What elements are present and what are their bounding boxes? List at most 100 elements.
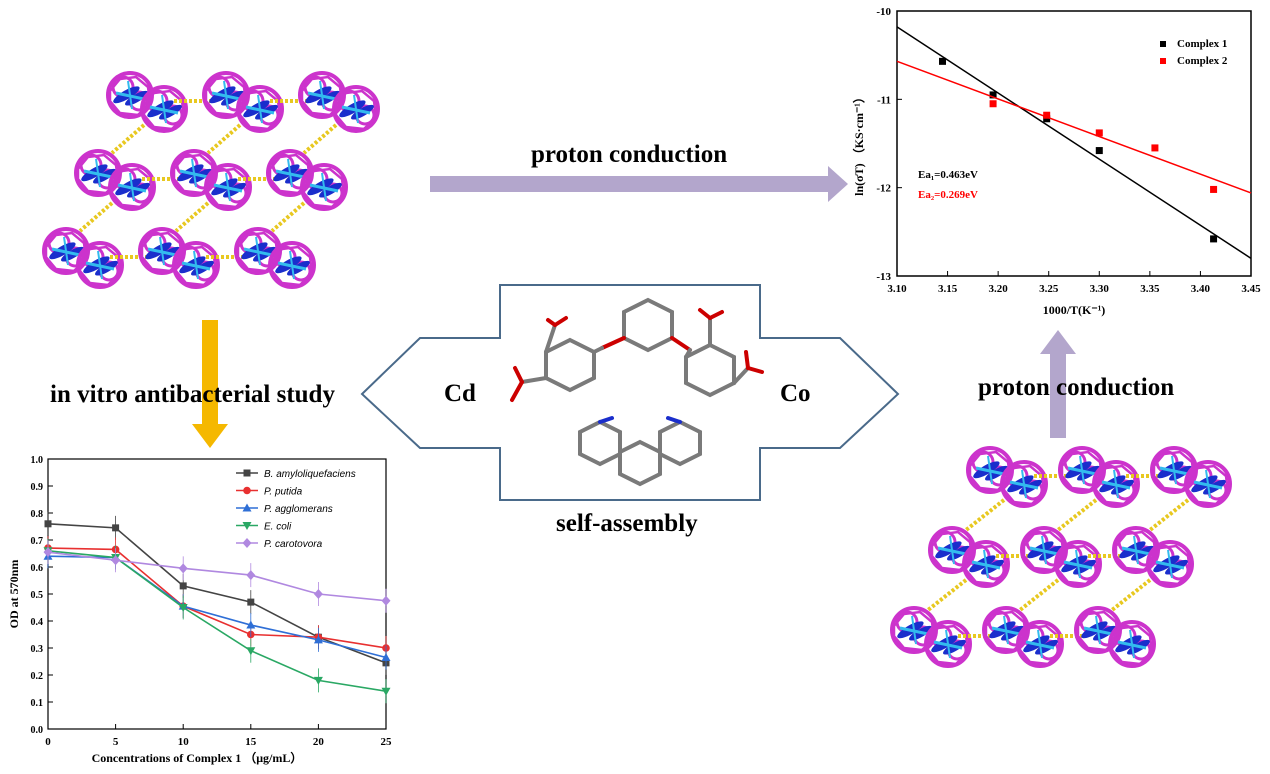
fit-line xyxy=(896,26,1252,259)
legend-label: Complex 2 xyxy=(1177,55,1228,67)
x-tick-label: 3.10 xyxy=(887,283,907,295)
crystal-structure-cd xyxy=(42,71,380,289)
data-point xyxy=(1095,129,1103,137)
data-point xyxy=(1043,111,1051,119)
data-point xyxy=(246,620,256,629)
y-tick-label: 0.1 xyxy=(31,698,44,709)
series-line xyxy=(47,550,387,692)
label-co: Co xyxy=(780,380,811,407)
data-point xyxy=(178,604,188,612)
crystal-structure-co xyxy=(890,446,1232,668)
series-line xyxy=(47,551,387,602)
label-proton-conduction-right: proton conduction xyxy=(978,374,1175,401)
label-in-vitro-antibacterial: in vitro antibacterial study xyxy=(50,381,335,408)
label-cd: Cd xyxy=(444,380,476,407)
data-point xyxy=(1151,144,1159,152)
series-line xyxy=(47,523,387,664)
data-point xyxy=(111,555,121,566)
data-point xyxy=(242,522,252,530)
x-tick-label: 3.15 xyxy=(938,283,958,295)
legend-label: E. coli xyxy=(264,522,292,533)
x-tick-label: 3.40 xyxy=(1191,283,1211,295)
data-point xyxy=(246,647,256,656)
legend-label: Complex 1 xyxy=(1177,38,1227,50)
x-tick-label: 15 xyxy=(245,736,257,748)
y-tick-label: -12 xyxy=(876,183,891,195)
annotation-ea: Ea₂=0.269eV xyxy=(918,189,978,201)
data-point xyxy=(989,91,997,99)
data-point xyxy=(939,57,947,65)
data-point xyxy=(381,595,391,606)
crystal-link xyxy=(964,498,1006,532)
data-point xyxy=(1095,147,1103,155)
data-point xyxy=(242,538,252,548)
data-point xyxy=(243,486,251,495)
data-point xyxy=(1210,185,1218,193)
legend-marker xyxy=(1160,58,1166,64)
y-tick-label: 0.9 xyxy=(31,482,44,493)
data-point xyxy=(989,100,997,108)
series-line xyxy=(47,555,387,659)
x-tick-label: 0 xyxy=(45,736,51,748)
y-tick-label: -11 xyxy=(877,94,891,106)
legend-label: P. carotovora xyxy=(264,539,323,550)
y-tick-label: 0.4 xyxy=(31,617,44,628)
crystal-link xyxy=(174,201,210,233)
y-tick-label: -13 xyxy=(876,271,891,283)
y-axis-label: ln(σT) （KS·cm⁻¹） xyxy=(851,91,866,196)
x-axis-label: Concentrations of Complex 1 （μg/mL） xyxy=(92,750,303,765)
legend-label: P. putida xyxy=(264,487,303,498)
x-tick-label: 3.45 xyxy=(1241,283,1261,295)
series-line xyxy=(47,547,387,649)
y-tick-label: 0.8 xyxy=(31,509,44,520)
label-proton-conduction-top: proton conduction xyxy=(531,141,728,168)
data-point xyxy=(313,589,323,599)
crystal-link xyxy=(1148,498,1190,532)
crystal-link xyxy=(1110,578,1152,612)
data-point xyxy=(1043,115,1051,123)
x-tick-label: 10 xyxy=(178,736,190,748)
label-self-assembly: self-assembly xyxy=(556,510,698,537)
data-point xyxy=(178,563,188,574)
x-tick-label: 20 xyxy=(313,736,325,748)
arrow-down-to-antibacterial xyxy=(192,320,228,448)
ligand-structure xyxy=(510,297,764,402)
y-tick-label: 1.0 xyxy=(31,455,44,466)
crystal-link xyxy=(1018,578,1060,612)
x-tick-label: 3.20 xyxy=(989,283,1009,295)
x-tick-label: 3.25 xyxy=(1039,283,1059,295)
data-point xyxy=(313,676,323,685)
y-tick-label: 0.6 xyxy=(31,563,44,574)
central-double-arrow xyxy=(360,284,900,501)
data-point xyxy=(243,469,251,477)
data-point xyxy=(381,687,391,696)
legend-label: P. agglomerans xyxy=(264,504,333,515)
legend-label: B. amyloliquefaciens xyxy=(264,469,356,480)
data-point xyxy=(179,582,187,590)
data-point xyxy=(246,570,256,581)
x-tick-label: 5 xyxy=(113,736,119,748)
fit-line xyxy=(896,60,1252,194)
crystal-link xyxy=(1056,498,1098,532)
crystal-link xyxy=(206,123,242,155)
y-tick-label: -10 xyxy=(876,6,891,18)
y-axis-label: OD at 570nm xyxy=(7,560,21,629)
data-point xyxy=(44,520,52,528)
y-tick-label: 0.0 xyxy=(31,725,44,736)
y-tick-label: 0.7 xyxy=(31,536,44,547)
data-point xyxy=(43,547,53,558)
crystal-link xyxy=(270,201,306,233)
crystal-link xyxy=(110,123,146,155)
phenanthroline-structure xyxy=(578,416,702,487)
y-tick-label: 0.3 xyxy=(31,644,44,655)
data-point xyxy=(1210,235,1218,243)
x-tick-label: 25 xyxy=(381,736,393,748)
x-tick-label: 3.35 xyxy=(1140,283,1160,295)
data-point xyxy=(313,635,323,644)
crystal-link xyxy=(78,201,114,233)
data-point xyxy=(381,652,391,661)
